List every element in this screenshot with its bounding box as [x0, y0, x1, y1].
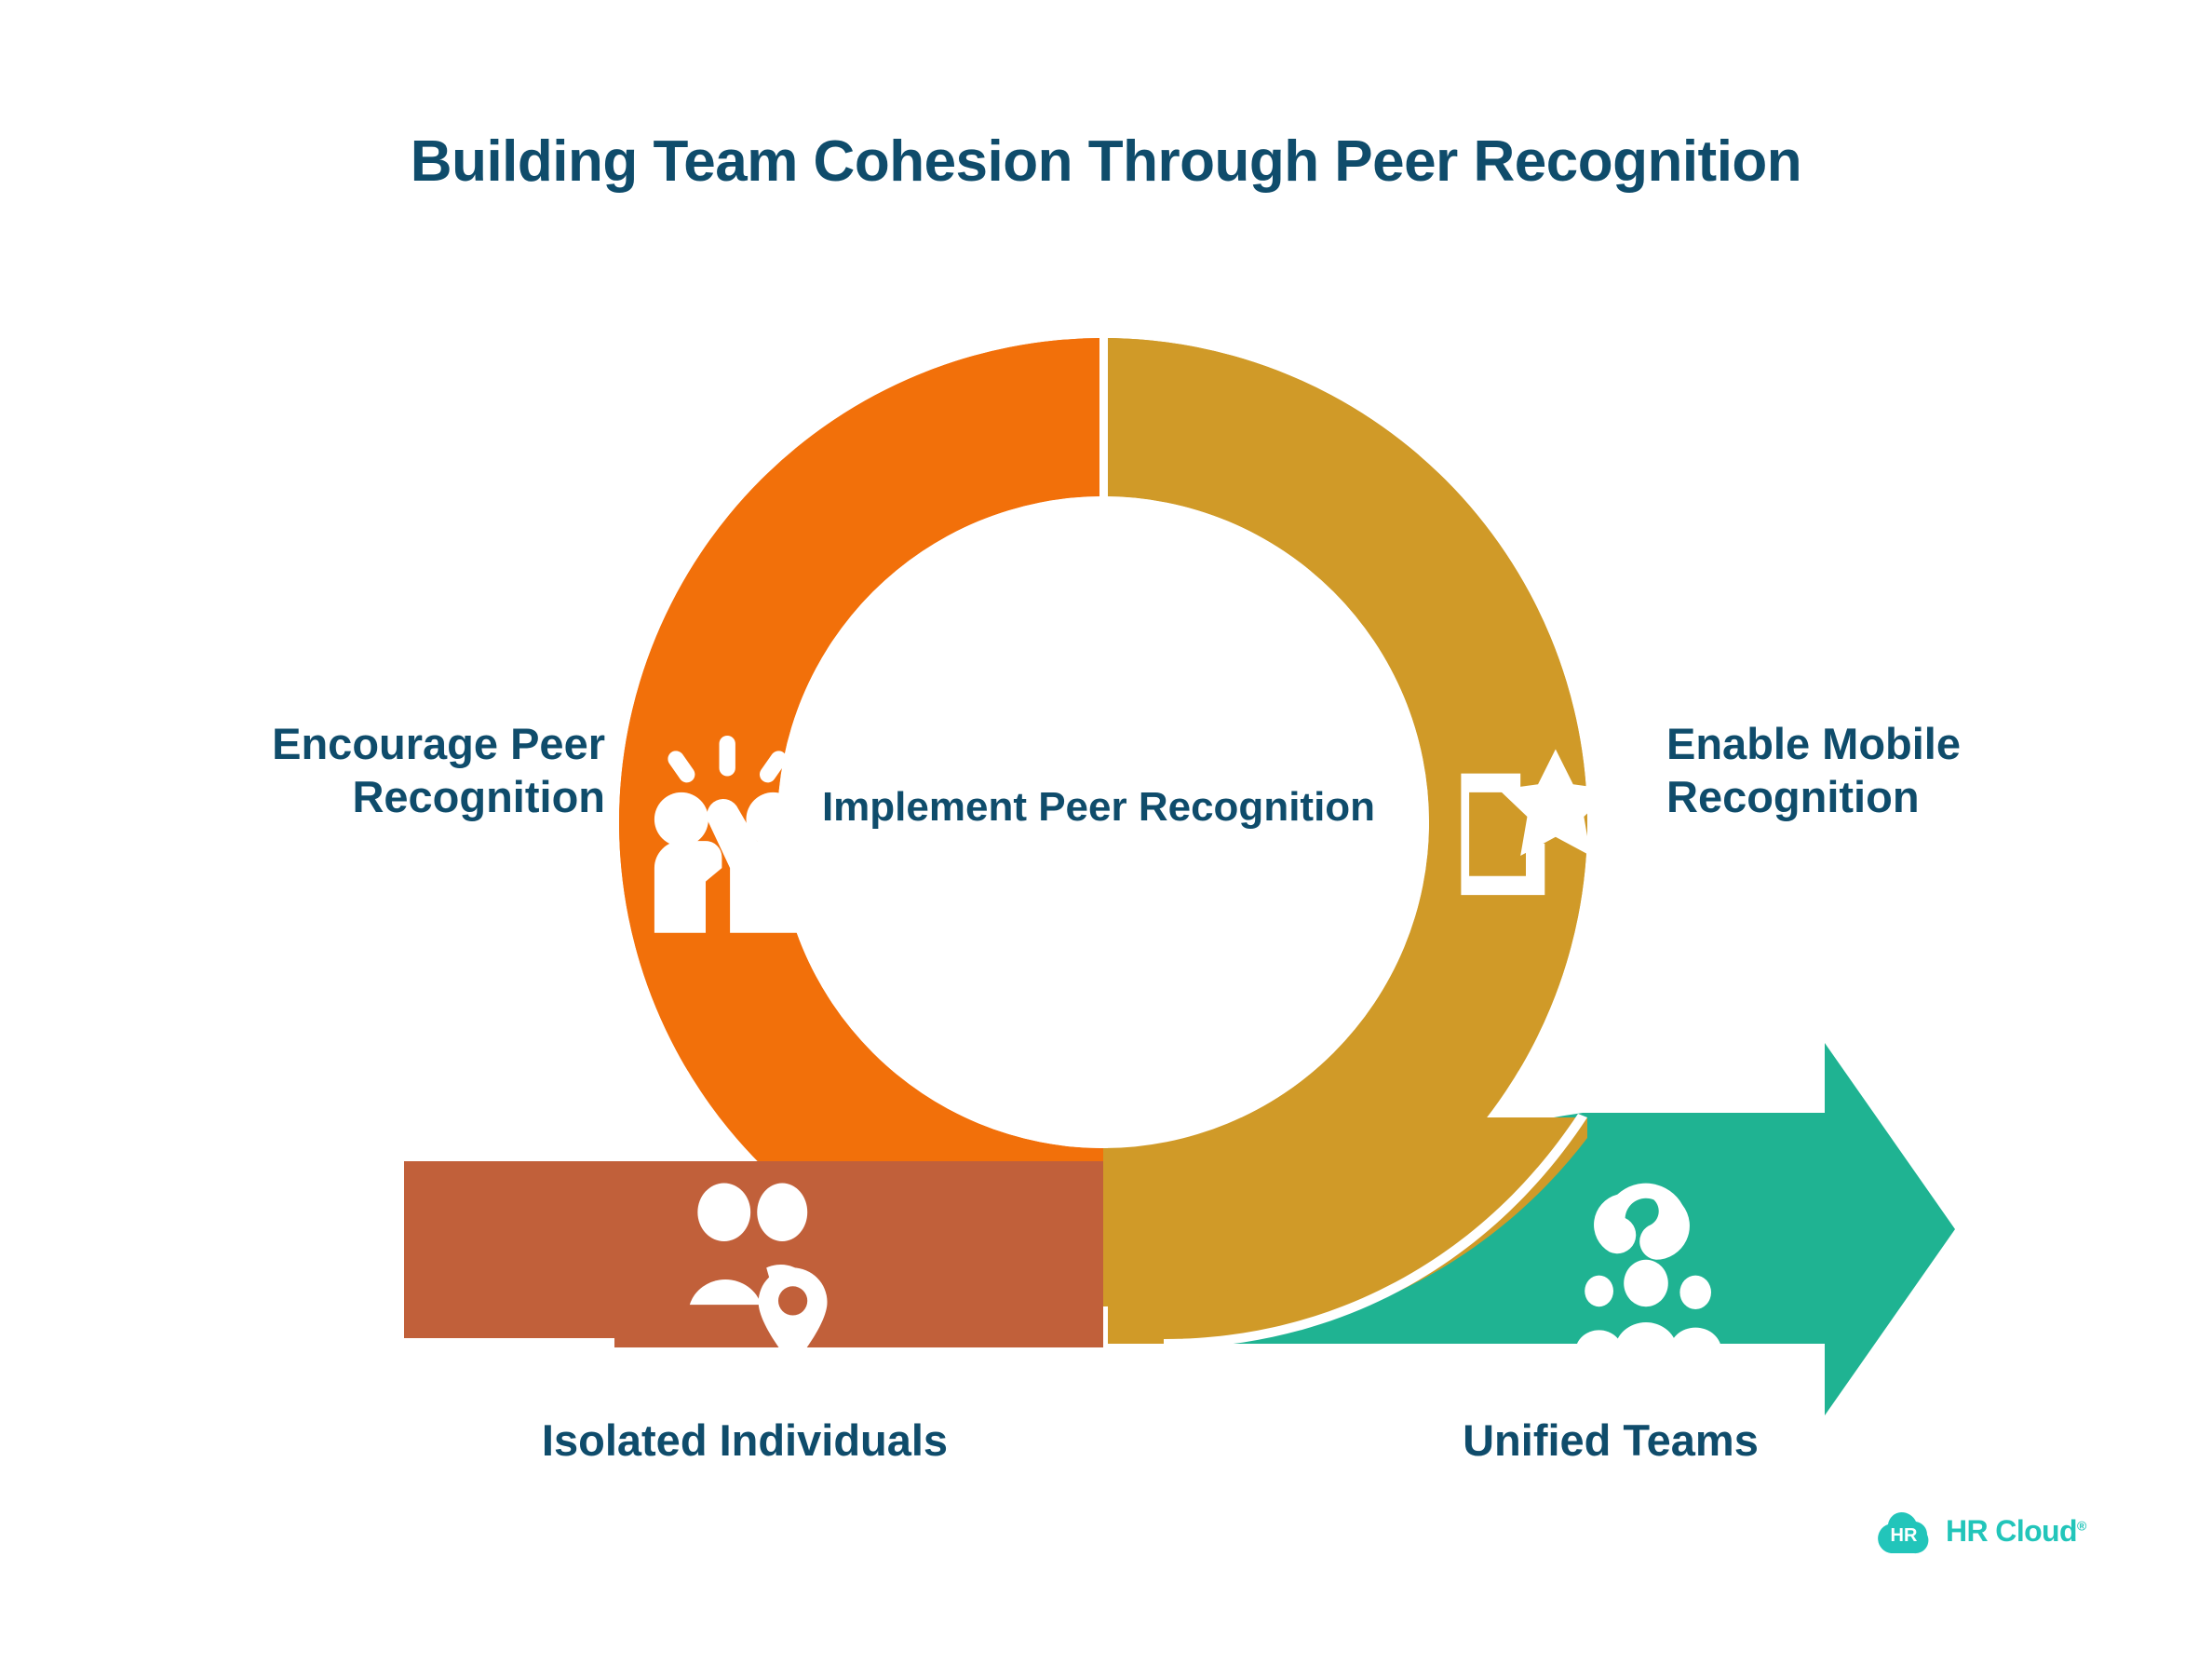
ring-hole: [777, 496, 1429, 1148]
ring-left-orange[interactable]: [619, 338, 1103, 1306]
diagram-shapes: [0, 333, 2212, 1462]
registered-mark: ®: [2076, 1517, 2086, 1533]
group-embrace-icon: [1575, 1183, 1722, 1351]
logo-wordmark: HR Cloud®: [1946, 1514, 2086, 1549]
label-implement-peer-recognition: Implement Peer Recognition: [821, 784, 1376, 830]
state-isolated-individuals-bar-top[interactable]: [404, 1161, 1099, 1338]
mobile-star-icon: [1461, 749, 1612, 896]
label-encourage-peer-recognition: Encourage Peer Recognition: [272, 719, 605, 822]
ring-right-gold[interactable]: [1103, 338, 1587, 1306]
ring-top-seam: [1099, 333, 1108, 501]
cloud-icon-label: HR: [1891, 1525, 1918, 1546]
label-enable-mobile-recognition: Enable Mobile Recognition: [1666, 719, 1961, 822]
people-location-pin-icon: [689, 1183, 828, 1366]
hr-cloud-logo[interactable]: HR HR Cloud®: [1875, 1507, 2086, 1555]
high-five-icon: [654, 736, 803, 933]
label-isolated-individuals: Isolated Individuals: [541, 1415, 949, 1465]
page-title: Building Team Cohesion Through Peer Reco…: [410, 129, 1802, 194]
gold-teal-separator: [1164, 1114, 1587, 1348]
cloud-icon: HR: [1878, 1511, 1929, 1554]
logo-name: HR Cloud: [1946, 1513, 2078, 1548]
label-unified-teams: Unified Teams: [1463, 1415, 1759, 1465]
